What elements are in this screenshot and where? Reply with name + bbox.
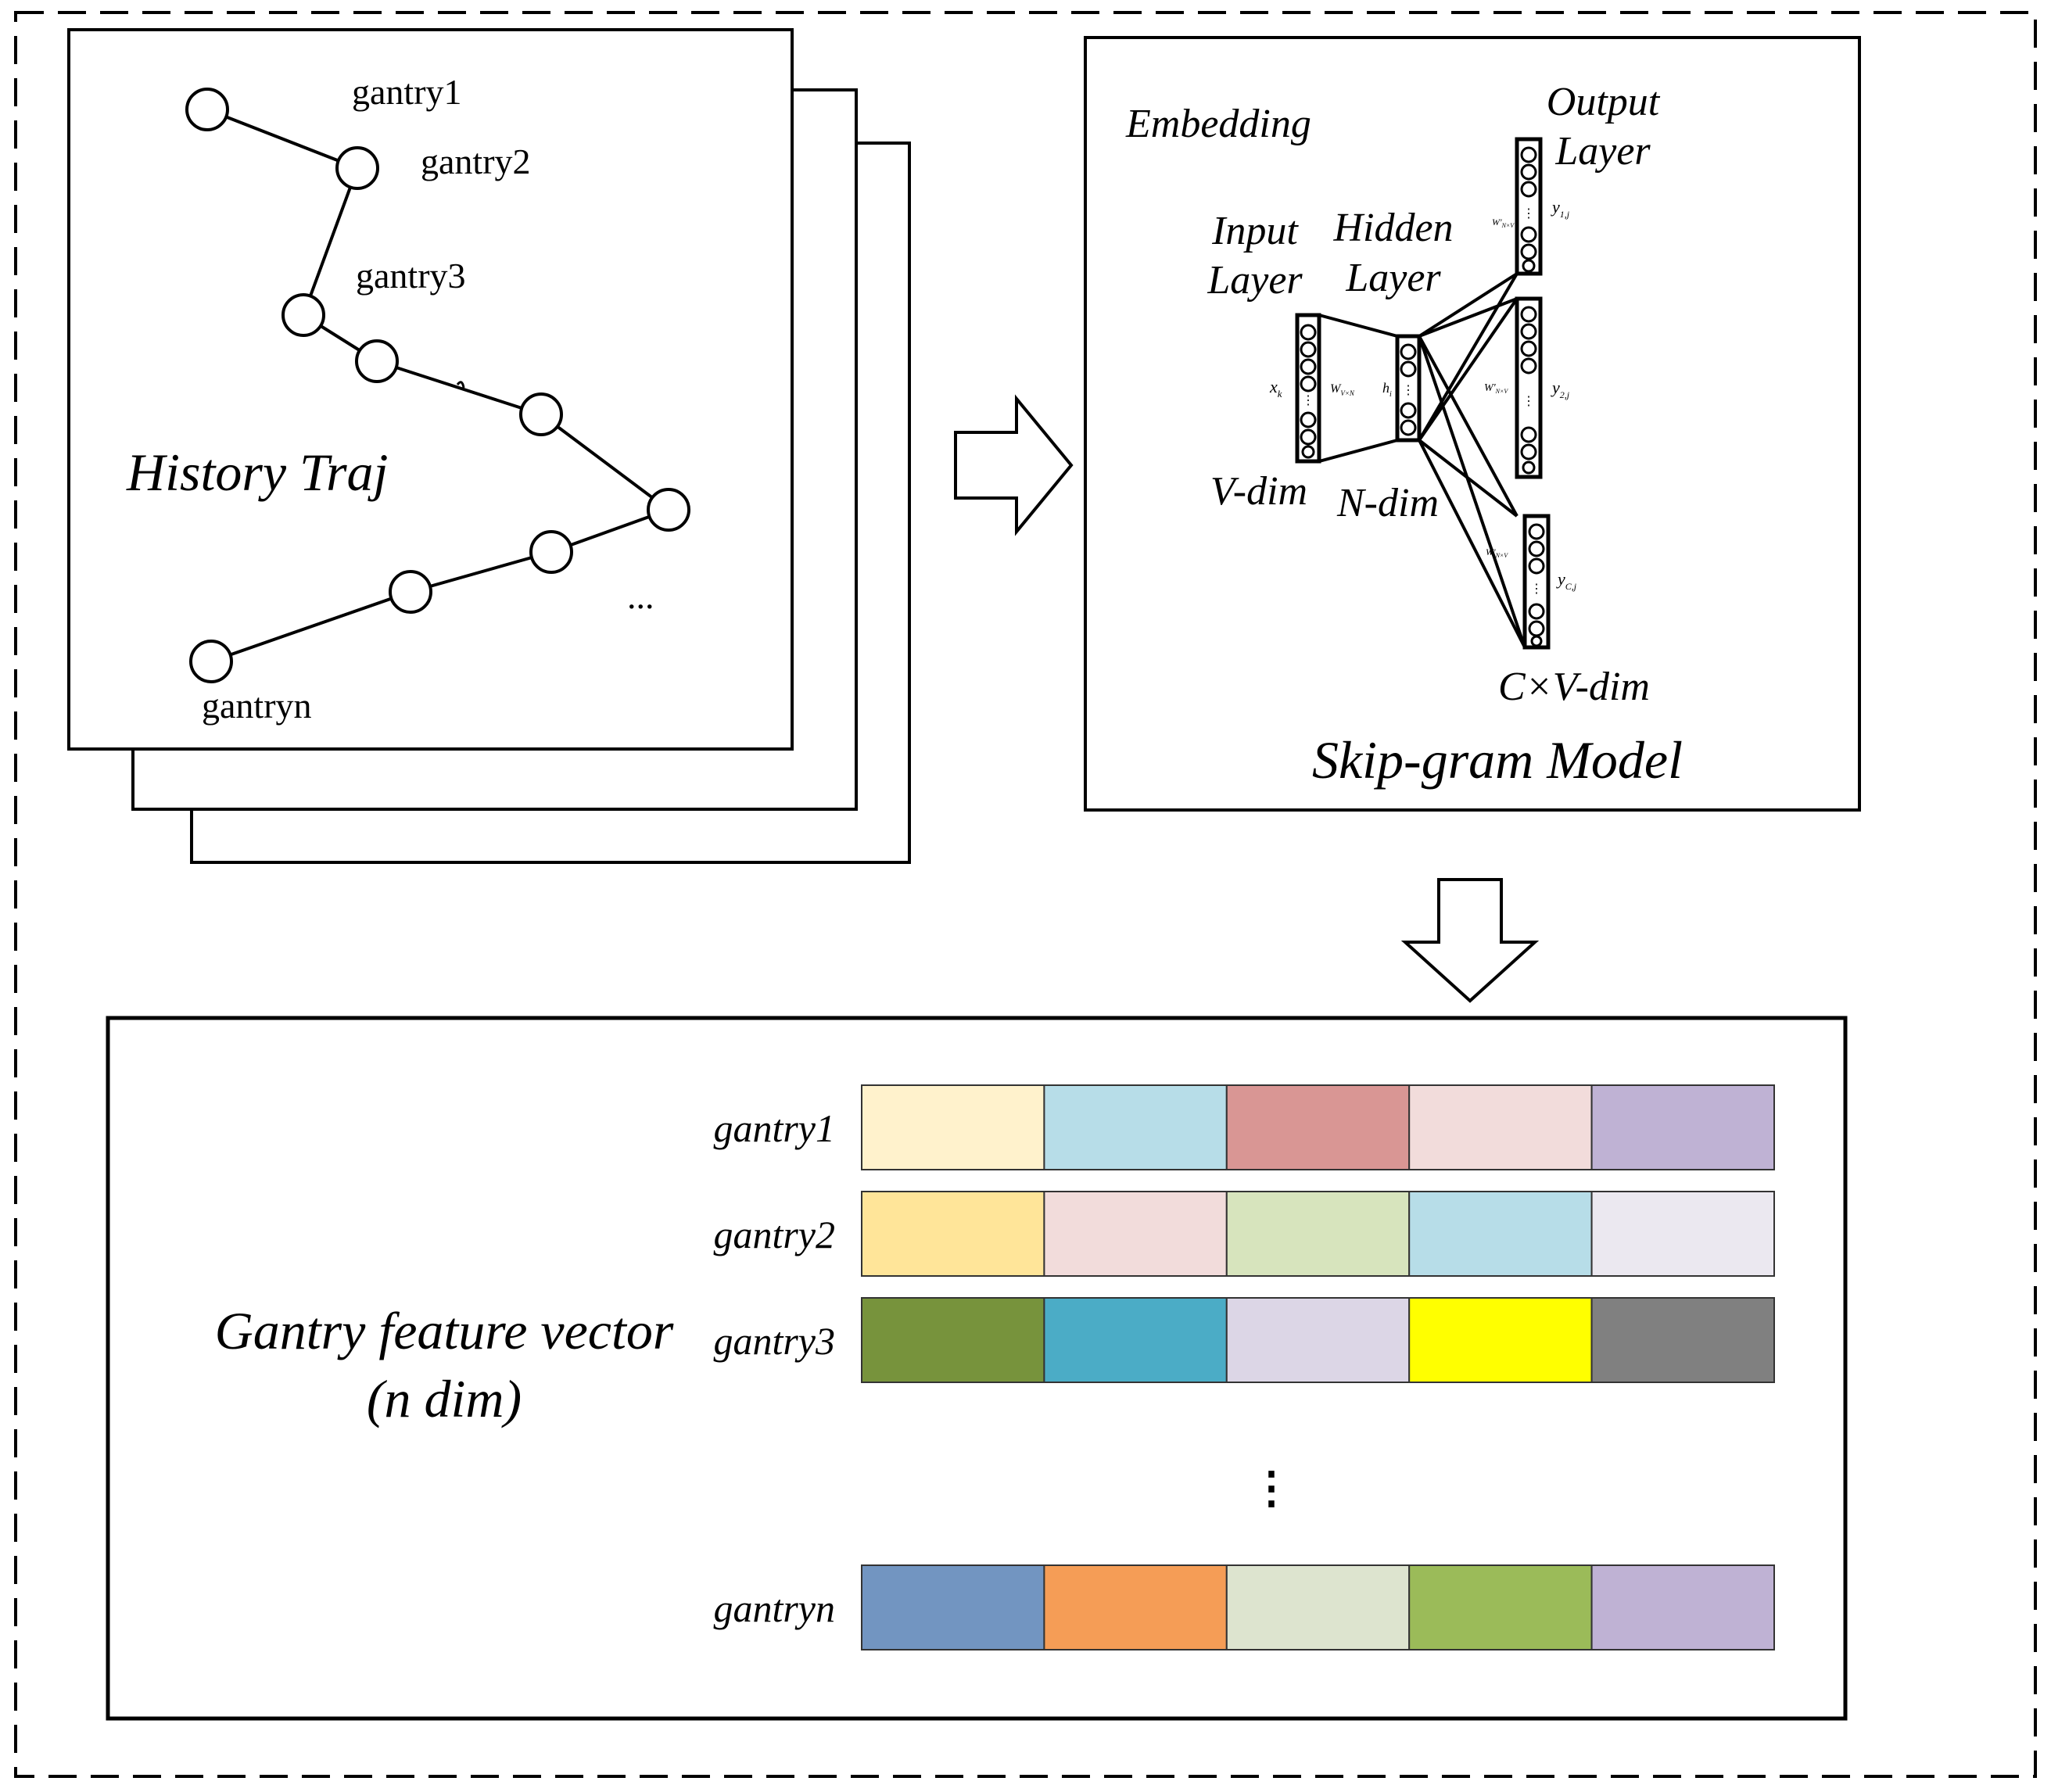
svg-text:⋮: ⋮	[1530, 582, 1543, 596]
y2-label: y2,j	[1551, 378, 1570, 400]
feature-cell	[1225, 1084, 1411, 1170]
history-traj-panel: gantry1 gantry2 gantry3 gantryn ... Hist…	[67, 28, 911, 864]
history-traj-title: History Traj	[126, 443, 388, 502]
feature-vector-panel: Gantry feature vector (n dim) gantry1gan…	[106, 1016, 1848, 1721]
output-vector-1: ⋮	[1515, 137, 1543, 276]
cv-dim-label: C×V-dim	[1498, 665, 1650, 709]
feature-cell	[1043, 1297, 1228, 1383]
input-layer-label-1: Input	[1211, 209, 1299, 253]
skipgram-panel: ⋮ ⋮ ⋮ ⋮	[1084, 36, 1861, 812]
feature-row-label: gantry2	[713, 1213, 835, 1256]
hidden-layer-label-2: Layer	[1345, 256, 1441, 300]
xk-label: xk	[1269, 377, 1282, 400]
skipgram-box	[1084, 36, 1861, 812]
feature-cell	[1408, 1564, 1593, 1650]
output-layer-label-1: Output	[1547, 80, 1661, 124]
node	[519, 392, 563, 436]
node-gantry2	[335, 146, 379, 190]
stack-card-front	[67, 28, 794, 751]
feature-cell	[1590, 1084, 1775, 1170]
y1-label: y1,j	[1551, 197, 1570, 220]
vertical-ellipsis: ⋮	[1250, 1464, 1293, 1513]
feature-cell	[1225, 1297, 1411, 1383]
edge-tick	[456, 381, 465, 389]
node	[355, 339, 399, 383]
feature-cell	[1590, 1191, 1775, 1277]
embedding-label: Embedding	[1125, 102, 1311, 146]
node-gantry1	[185, 88, 229, 131]
node-gantry3	[281, 293, 325, 337]
node	[389, 570, 432, 614]
feature-title-line2: (n dim)	[367, 1369, 522, 1428]
feature-cell	[1225, 1191, 1411, 1277]
node	[647, 488, 690, 532]
feature-cell	[1043, 1084, 1228, 1170]
w-nv-label-3: W'N×V	[1486, 547, 1508, 559]
v-dim-label: V-dim	[1210, 469, 1307, 514]
feature-cell	[1043, 1564, 1228, 1650]
label-gantryn: gantryn	[202, 686, 312, 726]
hidden-layer-vector: ⋮	[1395, 334, 1422, 443]
down-arrow-icon	[1400, 878, 1540, 1003]
feature-cell	[861, 1191, 1045, 1277]
feature-cell	[1225, 1564, 1411, 1650]
output-vector-c: ⋮	[1522, 514, 1551, 650]
node-gantryn	[189, 640, 233, 683]
svg-text:⋮: ⋮	[1522, 395, 1535, 408]
feature-row-label: gantry3	[713, 1319, 835, 1363]
feature-cell	[861, 1564, 1045, 1650]
svg-text:⋮: ⋮	[1302, 394, 1314, 407]
label-ellipsis: ...	[627, 576, 654, 616]
feature-cell	[1408, 1297, 1593, 1383]
output-vector-2: ⋮	[1515, 296, 1543, 479]
hidden-layer-label-1: Hidden	[1332, 206, 1453, 250]
label-gantry2: gantry2	[421, 142, 531, 181]
w-nv-label-1: W'N×V	[1492, 217, 1515, 229]
svg-text:⋮: ⋮	[1402, 384, 1415, 397]
feature-title-line1: Gantry feature vector	[215, 1301, 674, 1360]
feature-cell	[1043, 1191, 1228, 1277]
skipgram-title: Skip-gram Model	[1312, 730, 1683, 790]
feature-cell	[861, 1084, 1045, 1170]
feature-row-label: gantry1	[713, 1106, 835, 1150]
w-nv-label-2: W'N×V	[1484, 382, 1508, 395]
label-gantry1: gantry1	[352, 72, 462, 112]
feature-row-label: gantryn	[713, 1586, 835, 1630]
input-layer-label-2: Layer	[1207, 258, 1303, 303]
outer-dashed-frame	[14, 11, 2037, 1778]
feature-cell	[1590, 1564, 1775, 1650]
hi-label: hi	[1382, 380, 1392, 399]
trajectory-edges	[206, 108, 670, 663]
feature-cell	[861, 1297, 1045, 1383]
output-layer-label-2: Layer	[1554, 129, 1651, 174]
yc-label: yC,j	[1556, 569, 1577, 592]
n-dim-label: N-dim	[1336, 481, 1439, 525]
svg-text:⋮: ⋮	[1522, 207, 1535, 220]
label-gantry3: gantry3	[356, 256, 466, 296]
node	[529, 530, 573, 574]
w-vn-label: WV×N	[1330, 382, 1355, 397]
input-layer-vector: ⋮	[1295, 313, 1321, 464]
feature-rows: gantry1 gantry2 gantry3 gantryn	[713, 1084, 1775, 1650]
feature-cell	[1590, 1297, 1775, 1383]
feature-cell	[1408, 1191, 1593, 1277]
right-arrow-icon	[954, 394, 1074, 536]
feature-cell	[1408, 1084, 1593, 1170]
trajectory-nodes	[185, 88, 690, 683]
